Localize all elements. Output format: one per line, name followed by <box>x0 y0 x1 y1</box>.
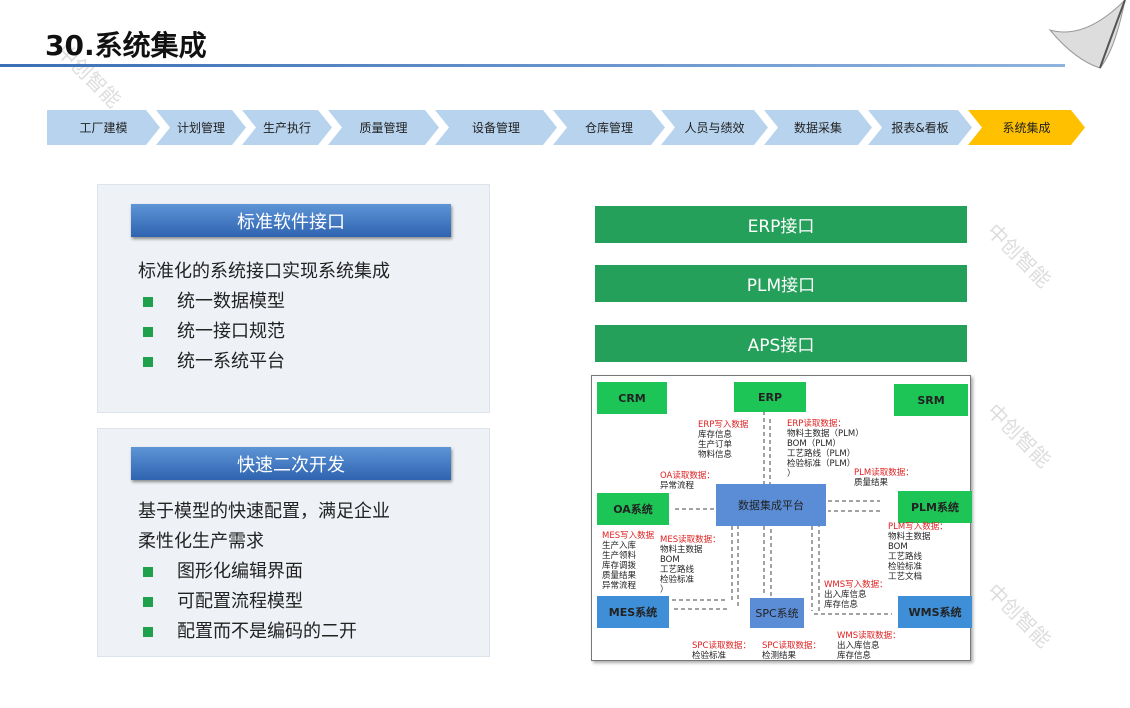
plm-write-note: PLM写入数据：物料主数据 BOM 工艺路线 检验标准 工艺文档 <box>888 522 948 582</box>
plm-interface-bar: PLM接口 <box>595 265 967 302</box>
bullet-icon <box>143 567 153 577</box>
watermark: 中创智能 <box>982 578 1056 653</box>
page-curl-icon <box>1048 0 1126 69</box>
erp-write-note: ERP写入数据库存信息 生产订单 物料信息 <box>698 420 749 460</box>
nav-item[interactable]: 设备管理 <box>435 110 557 145</box>
bullet-icon <box>143 357 153 367</box>
bullet-text: 统一系统平台 <box>177 351 285 372</box>
nav-item[interactable]: 仓库管理 <box>553 110 665 145</box>
panel-header: 标准软件接口 <box>131 204 451 237</box>
rapid-dev-panel: 快速二次开发 基于模型的快速配置，满足企业 柔性化生产需求 图形化编辑界面 可配… <box>97 428 490 657</box>
integration-platform-box: 数据集成平台 <box>716 484 826 526</box>
bullet-text: 统一接口规范 <box>177 321 285 342</box>
plm-read-note: PLM读取数据：质量结果 <box>854 468 914 488</box>
watermark: 中创智能 <box>982 218 1056 293</box>
spc-read-note-2: SPC读取数据：检测结果 <box>762 641 821 661</box>
nav-item[interactable]: 质量管理 <box>328 110 439 145</box>
bullet-item: 统一接口规范 <box>138 317 390 347</box>
nav-item[interactable]: 工厂建模 <box>47 110 160 145</box>
bullet-item: 统一系统平台 <box>138 347 390 377</box>
bullet-text: 统一数据模型 <box>177 291 285 312</box>
intro-text: 基于模型的快速配置，满足企业 <box>138 501 390 522</box>
crm-box: CRM <box>597 382 667 414</box>
title-underline <box>0 64 1065 67</box>
diagram-arrows <box>672 411 892 615</box>
nav-item[interactable]: 生产执行 <box>242 110 332 145</box>
bullet-item: 配置而不是编码的二开 <box>138 617 390 647</box>
mes-write-note: MES写入数据生产入库 生产领料 库存调拨 质量结果 异常流程 <box>602 531 655 591</box>
panel-body: 基于模型的快速配置，满足企业 柔性化生产需求 图形化编辑界面 可配置流程模型 配… <box>138 497 390 647</box>
erp-interface-bar: ERP接口 <box>595 206 967 243</box>
page-title: 30.系统集成 <box>45 29 207 62</box>
panel-header: 快速二次开发 <box>131 447 451 480</box>
srm-box: SRM <box>894 384 968 416</box>
bullet-icon <box>143 627 153 637</box>
bullet-item: 统一数据模型 <box>138 287 390 317</box>
nav-item-active[interactable]: 系统集成 <box>968 110 1085 145</box>
bullet-item: 图形化编辑界面 <box>138 557 390 587</box>
bullet-text: 可配置流程模型 <box>177 591 303 612</box>
standard-interface-panel: 标准软件接口 标准化的系统接口实现系统集成 统一数据模型 统一接口规范 统一系统… <box>97 184 490 413</box>
wms-box: WMS系统 <box>898 596 972 628</box>
integration-diagram: CRM ERP SRM OA系统 数据集成平台 PLM系统 MES系统 SPC系… <box>591 375 972 661</box>
erp-read-note: ERP读取数据：物料主数据（PLM） BOM（PLM） 工艺路线（PLM） 检验… <box>787 419 864 479</box>
bullet-icon <box>143 597 153 607</box>
watermark: 中创智能 <box>982 398 1056 473</box>
nav-item[interactable]: 数据采集 <box>764 110 872 145</box>
intro-text: 柔性化生产需求 <box>138 531 264 552</box>
spc-read-note-1: SPC读取数据：检验标准 <box>692 641 751 661</box>
nav-item[interactable]: 报表&看板 <box>868 110 972 145</box>
bullet-text: 配置而不是编码的二开 <box>177 621 357 642</box>
nav-item[interactable]: 人员与绩效 <box>661 110 768 145</box>
oa-read-note: OA读取数据：异常流程 <box>660 471 715 491</box>
oa-box: OA系统 <box>597 493 669 525</box>
plm-box: PLM系统 <box>898 491 972 523</box>
bullet-item: 可配置流程模型 <box>138 587 390 617</box>
wms-write-note: WMS写入数据：出入库信息 库存信息 <box>824 580 888 610</box>
wms-read-note: WMS读取数据：出入库信息 库存信息 <box>837 631 901 661</box>
bullet-icon <box>143 297 153 307</box>
mes-read-note: MES读取数据：物料主数据 BOM 工艺路线 检验标准 ） <box>660 535 721 595</box>
erp-box: ERP <box>734 382 806 412</box>
spc-box: SPC系统 <box>750 598 804 628</box>
aps-interface-bar: APS接口 <box>595 325 967 362</box>
nav-item[interactable]: 计划管理 <box>156 110 246 145</box>
panel-body: 标准化的系统接口实现系统集成 统一数据模型 统一接口规范 统一系统平台 <box>138 257 390 377</box>
intro-text: 标准化的系统接口实现系统集成 <box>138 261 390 282</box>
mes-box: MES系统 <box>597 596 669 628</box>
bullet-icon <box>143 327 153 337</box>
bullet-text: 图形化编辑界面 <box>177 561 303 582</box>
